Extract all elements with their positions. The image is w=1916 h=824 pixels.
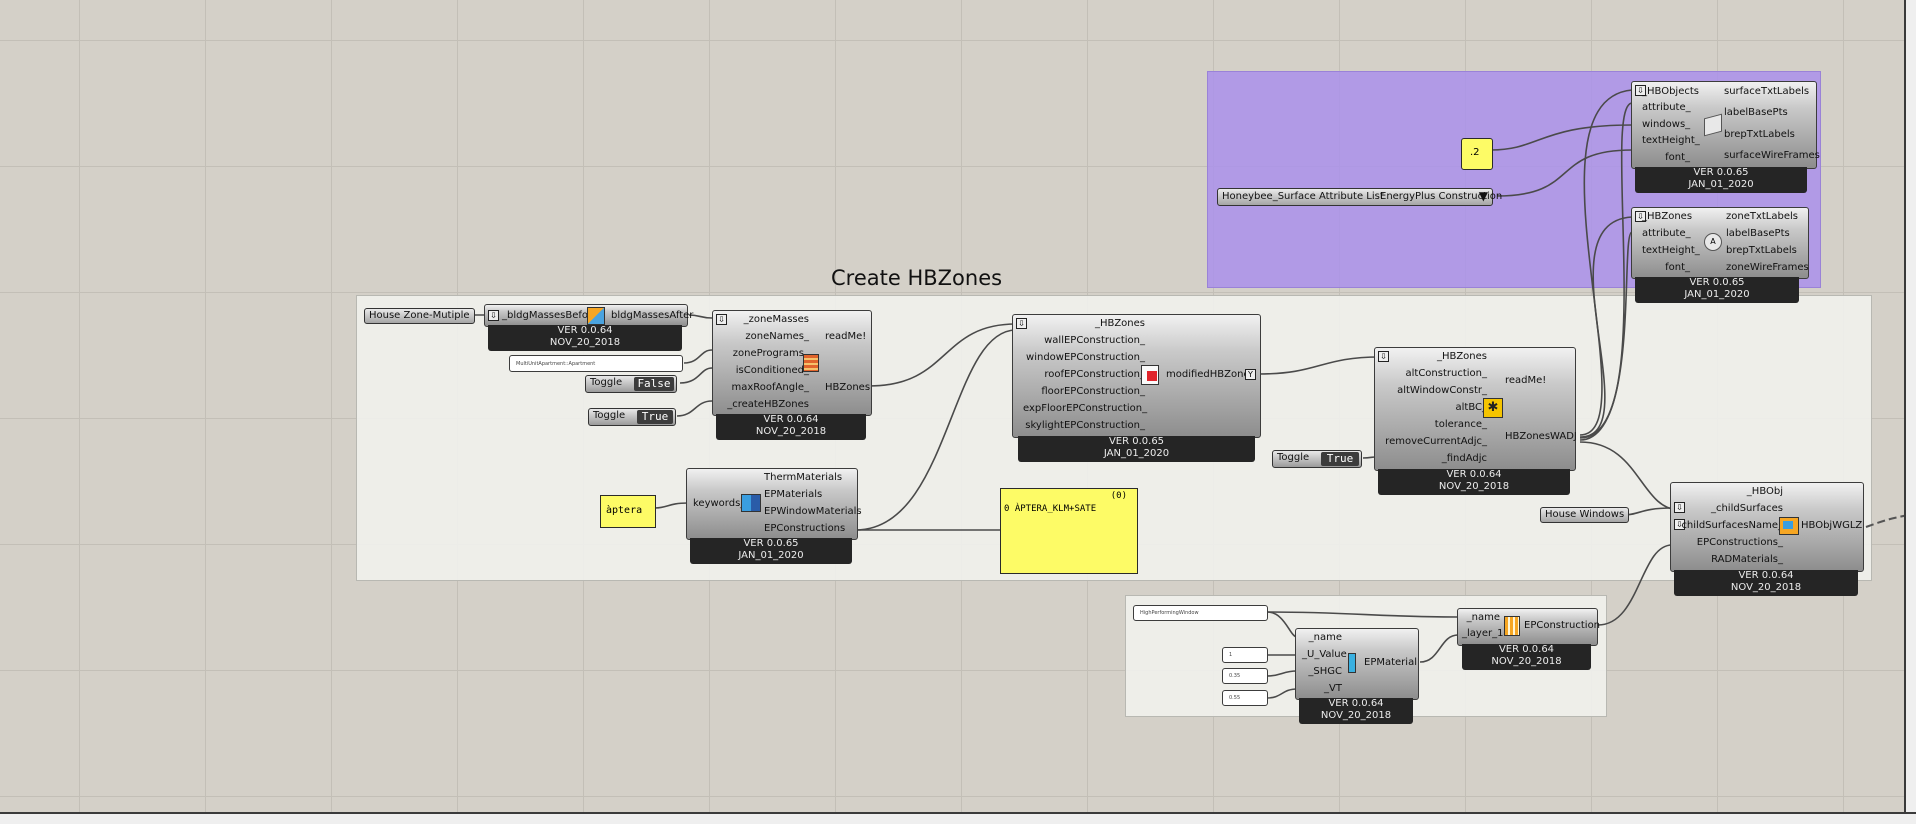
keyword-panel[interactable]: àptera	[600, 495, 656, 528]
find-adjacency-toggle[interactable]: Toggle True	[1272, 450, 1362, 468]
graft-icon: ⇩	[1378, 351, 1389, 362]
graft-icon: ⇩	[1674, 519, 1685, 530]
house-windows-param[interactable]: House Windows	[1540, 507, 1630, 523]
add-glazing-component[interactable]: _HBObj ⇩ _childSurfaces ⇩ childSurfacesN…	[1670, 482, 1864, 572]
masses2zones-component[interactable]: ⇩ _zoneMasses zoneNames_ zonePrograms_ i…	[712, 310, 872, 416]
search-constructions-component[interactable]: keywords_ ThermMaterials EPMaterials EPW…	[686, 468, 862, 540]
flatten-icon: Y	[1245, 369, 1256, 380]
search-constructions-icon	[741, 494, 761, 512]
surface-attribute-list[interactable]: Honeybee_Surface Attribute List EnergyPl…	[1217, 188, 1502, 206]
label-surfaces-component[interactable]: ⇩ _HBObjects attribute_ windows_ textHei…	[1631, 81, 1820, 169]
set-ep-zone-construction-component[interactable]: ⇩ _HBZones wallEPConstruction_ windowEPC…	[1012, 314, 1261, 438]
ep-construction-icon	[1504, 616, 1520, 636]
shgc-panel[interactable]: 0.35	[1222, 668, 1268, 684]
chevron-down-icon[interactable]: ▼	[1478, 189, 1488, 203]
window-name-panel[interactable]: HighPerformingWindow	[1133, 605, 1268, 621]
create-zones-toggle[interactable]: Toggle True	[588, 408, 676, 426]
zone-programs-panel[interactable]: MultiUnitApartment::Apartment	[509, 355, 683, 372]
solve-adjacencies-component[interactable]: ⇩ _HBZones altConstruction_ altWindowCon…	[1374, 347, 1577, 471]
graft-icon: ⇩	[1635, 85, 1646, 96]
house-zone-param[interactable]: House Zone-Mutiple	[364, 308, 475, 324]
graft-icon: ⇩	[716, 314, 727, 325]
label-zones-component[interactable]: ⇩ _HBZones attribute_ textHeight_ font_ …	[1631, 207, 1809, 279]
mass2zone-icon	[587, 307, 605, 325]
ep-material-icon	[1348, 653, 1356, 673]
graft-icon: ⇩	[1016, 318, 1027, 329]
masses2zones-icon	[803, 354, 819, 372]
adjacency-icon: ✱	[1483, 398, 1503, 418]
attribute-dropdown[interactable]: EnergyPlus Construction	[1380, 191, 1503, 202]
vt-panel[interactable]: 0.55	[1222, 690, 1268, 706]
add-glazing-icon	[1779, 517, 1799, 535]
text-height-slider[interactable]: .2	[1461, 138, 1493, 170]
u-value-panel[interactable]: 1	[1222, 647, 1268, 663]
label-zones-icon: A	[1704, 233, 1722, 251]
result-panel[interactable]: (0) 0 ÀPTERA_KLM+SATE	[1000, 488, 1138, 574]
graft-icon: ⇩	[1674, 502, 1685, 513]
create-hbzones-title: Create HBZones	[831, 266, 1003, 290]
ep-construction-component[interactable]: _name _layer_1 EPConstruction	[1457, 608, 1600, 646]
canvas-scrollbar-right[interactable]	[1904, 0, 1916, 824]
graft-icon: ⇩	[488, 310, 499, 321]
set-construction-icon	[1141, 365, 1159, 385]
input-label: _bldgMassesBefore	[502, 310, 599, 321]
mass2zone-component[interactable]: ⇩ _bldgMassesBefore bldgMassesAfter	[484, 304, 693, 327]
graft-icon: ⇩	[1635, 211, 1646, 222]
output-label: bldgMassesAfter	[611, 310, 694, 321]
ep-window-material-component[interactable]: _name _U_Value _SHGC _VT EPMaterial	[1295, 628, 1419, 700]
label-surfaces-icon	[1704, 113, 1722, 137]
conditioned-toggle[interactable]: Toggle False	[585, 375, 677, 393]
canvas-scrollbar-bottom[interactable]	[0, 812, 1916, 824]
